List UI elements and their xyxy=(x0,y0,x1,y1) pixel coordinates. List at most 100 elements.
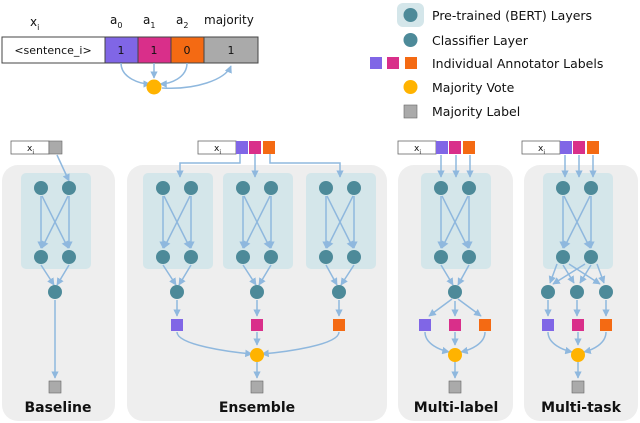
arrow xyxy=(162,264,177,286)
bert-node xyxy=(236,181,250,195)
annotator-label-2 xyxy=(587,141,599,154)
annotator-output-2 xyxy=(333,319,345,331)
sentence-text: <sentence_i> xyxy=(14,44,91,57)
bert-node xyxy=(556,250,570,264)
annotator-output-1 xyxy=(449,319,461,331)
panel-title-multitask: Multi-task xyxy=(541,400,621,416)
a1-value: 1 xyxy=(151,44,158,57)
vote-node xyxy=(448,348,462,362)
arrow xyxy=(441,195,469,249)
legend-annotator-swatch-2 xyxy=(405,57,417,69)
arrow xyxy=(563,195,591,249)
bert-node xyxy=(236,250,250,264)
arrow xyxy=(325,264,338,286)
arrow xyxy=(269,154,344,178)
arrow xyxy=(41,195,69,249)
arrow xyxy=(56,154,70,182)
majority-output xyxy=(250,380,264,394)
classifier-node xyxy=(170,285,184,299)
arrow xyxy=(457,264,470,286)
a0-header: a0 xyxy=(110,13,122,30)
annotator-output-0 xyxy=(542,319,554,331)
annotator-outputs xyxy=(171,319,612,331)
arrow xyxy=(261,331,340,358)
bert-node xyxy=(434,250,448,264)
bert-node xyxy=(556,181,570,195)
annotator-output-2 xyxy=(600,319,612,331)
classifier-node xyxy=(541,285,555,299)
arrow xyxy=(178,264,192,286)
majority-output xyxy=(571,380,585,394)
majority-vote-node xyxy=(146,79,162,95)
top-example: xi a0 a1 a2 majority <sentence_i> 1 1 0 … xyxy=(1,13,259,95)
annotator-output-0 xyxy=(171,319,183,331)
annotator-label-1 xyxy=(573,141,585,154)
arrow xyxy=(457,298,482,317)
annotator-output-2 xyxy=(479,319,491,331)
annotator-label-0 xyxy=(236,141,248,154)
arrow xyxy=(40,264,55,286)
classifier-nodes xyxy=(48,285,613,299)
arrow xyxy=(56,264,70,286)
input-baseline: xi xyxy=(10,140,63,156)
legend-annotator-swatch-1 xyxy=(387,57,399,69)
annotator-label-1 xyxy=(249,141,261,154)
classifier-node xyxy=(570,285,584,299)
legend-majority: Majority Label xyxy=(432,104,520,119)
bert-node xyxy=(462,250,476,264)
sentence-cell xyxy=(1,36,106,64)
arrow-a2-vote xyxy=(159,62,188,88)
legend-vote-node xyxy=(403,80,418,94)
bert-node xyxy=(62,250,76,264)
vote-node xyxy=(571,348,585,362)
bert-node xyxy=(34,181,48,195)
annotator-label-0 xyxy=(560,141,572,154)
bert-node xyxy=(319,181,333,195)
arrow-vote-majority xyxy=(161,65,232,89)
bert-node xyxy=(462,181,476,195)
arrow xyxy=(258,264,272,286)
arrow xyxy=(579,264,592,284)
a0-value: 1 xyxy=(118,44,125,57)
input-multilabel: xi xyxy=(397,140,475,156)
arrow xyxy=(242,264,257,286)
majority-output xyxy=(48,380,62,394)
input-label: xi xyxy=(214,144,221,156)
annotator-output-0 xyxy=(419,319,431,331)
arrow xyxy=(596,263,606,284)
majority-label-box xyxy=(48,140,63,155)
legend: Pre-trained (BERT) Layers Classifier Lay… xyxy=(370,3,603,119)
arrow xyxy=(568,263,601,285)
bert-node xyxy=(347,181,361,195)
bert-node xyxy=(584,181,598,195)
legend-pretrained: Pre-trained (BERT) Layers xyxy=(432,8,592,23)
majority-header: majority xyxy=(204,13,254,27)
input-label: xi xyxy=(27,144,34,156)
legend-classifier: Classifier Layer xyxy=(432,33,529,48)
x-header: xi xyxy=(30,15,39,32)
classifier-node xyxy=(448,285,462,299)
vote-node xyxy=(250,348,264,362)
annotator-label-0 xyxy=(436,141,448,154)
arrow xyxy=(176,154,241,178)
panel-title-multilabel: Multi-label xyxy=(414,400,499,416)
input-multitask: xi xyxy=(521,140,599,156)
bert-node xyxy=(319,250,333,264)
legend-vote: Majority Vote xyxy=(432,80,515,95)
bert-node xyxy=(34,250,48,264)
arrows xyxy=(37,154,610,379)
majority-outputs xyxy=(48,380,585,394)
arrow xyxy=(547,331,573,355)
classifier-node xyxy=(48,285,62,299)
panel-title-baseline: Baseline xyxy=(24,400,91,416)
majority-cell xyxy=(203,36,259,64)
bert-node xyxy=(184,181,198,195)
bert-node xyxy=(156,181,170,195)
annotator-output-1 xyxy=(572,319,584,331)
a2-header: a2 xyxy=(176,13,188,30)
a2-value: 0 xyxy=(184,44,191,57)
arrow xyxy=(440,264,454,286)
classifier-node xyxy=(599,285,613,299)
bert-node xyxy=(62,181,76,195)
arrow xyxy=(340,264,355,286)
